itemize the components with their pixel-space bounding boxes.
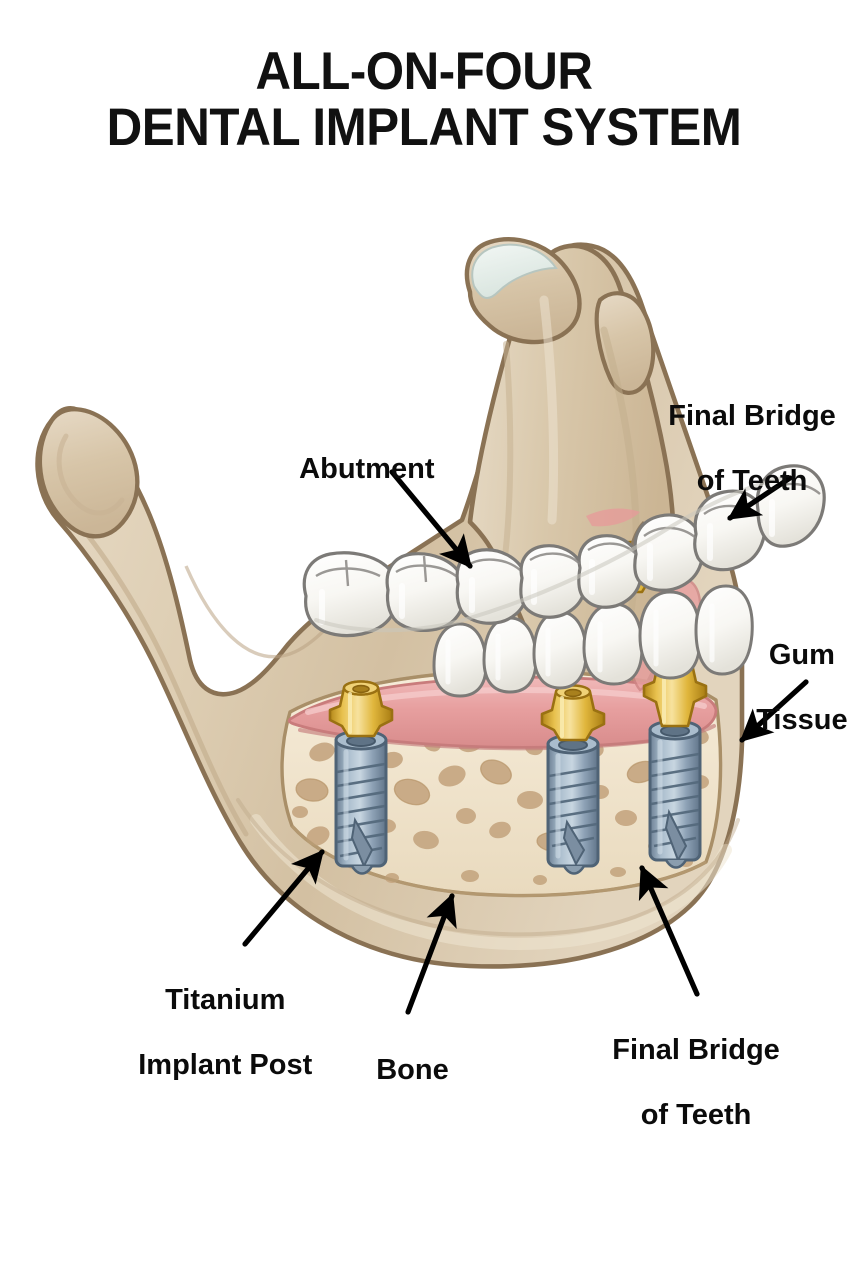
- bone-arrow: [405, 893, 457, 1015]
- label-gum-tissue: Gum Tissue: [724, 607, 848, 769]
- bridge-top-arrow: [727, 475, 793, 521]
- bridge-premolar-2: [519, 544, 587, 619]
- label-bone: Bone: [344, 1022, 449, 1119]
- gum-arrow: [739, 679, 809, 743]
- implant-post-1: [334, 729, 388, 875]
- label-final-bridge-top-line2: of Teeth: [696, 465, 808, 498]
- ramus-highlight: [539, 295, 559, 525]
- label-final-bridge-top-line1: Final Bridge: [668, 400, 836, 433]
- abutment-1: [328, 680, 394, 738]
- label-gum-tissue-line2: Tissue: [756, 704, 848, 737]
- implant-3-bore: [660, 725, 690, 737]
- final-bridge-of-teeth: [302, 464, 826, 638]
- bridge-underside-shade: [314, 476, 784, 633]
- implant-2-bore: [558, 739, 588, 751]
- label-titanium-line1: Titanium: [165, 984, 286, 1017]
- implant-2-flute: [562, 819, 586, 867]
- label-titanium-line2: Implant Post: [138, 1049, 313, 1082]
- lower-tooth-1: [432, 622, 488, 698]
- lower-tooth-2: [482, 616, 538, 694]
- abutment-1-body: [328, 686, 394, 738]
- abutment-1-screw-bore: [352, 684, 370, 694]
- label-bone-text: Bone: [376, 1054, 449, 1087]
- lower-tooth-4: [582, 602, 644, 686]
- label-gum-tissue-line1: Gum: [768, 639, 835, 672]
- implant-1-apex: [350, 865, 374, 875]
- implant-3-apex: [664, 859, 688, 869]
- bridge-gum-blush: [586, 508, 640, 527]
- abutment-2-screw-bore: [564, 688, 582, 698]
- label-abutment-text: Abutment: [299, 453, 435, 486]
- label-final-bridge-top: Final Bridge of Teeth: [636, 368, 836, 530]
- abutment-arrow: [389, 469, 473, 569]
- label-titanium-implant-post: Titanium Implant Post: [106, 952, 312, 1114]
- lower-tooth-5: [638, 590, 702, 680]
- bridge-bottom-arrow: [638, 865, 700, 997]
- condyle-cartilage: [471, 243, 558, 300]
- label-final-bridge-bottom-line1: Final Bridge: [612, 1034, 780, 1067]
- titanium-arrow: [242, 849, 325, 947]
- implant-2-apex: [562, 865, 586, 875]
- implant-post-3: [648, 719, 702, 869]
- lower-tooth-3: [532, 610, 588, 690]
- implant-post-2: [546, 733, 600, 875]
- implant-1-bore: [346, 735, 376, 747]
- label-abutment: Abutment: [268, 421, 434, 518]
- abutment-3-body: [642, 662, 708, 728]
- callout-arrows: [242, 469, 809, 1015]
- coronoid-highlight: [56, 433, 125, 516]
- abutment-2: [540, 684, 606, 742]
- label-final-bridge-bottom-line2: of Teeth: [640, 1099, 752, 1132]
- label-final-bridge-bottom: Final Bridge of Teeth: [580, 1002, 780, 1164]
- lower-arch-teeth: [432, 584, 754, 698]
- lower-teeth-highlights: [445, 603, 715, 685]
- bridge-molar-1: [302, 551, 400, 638]
- mandible-lower-highlight: [250, 814, 732, 950]
- abutment-2-body: [540, 690, 606, 742]
